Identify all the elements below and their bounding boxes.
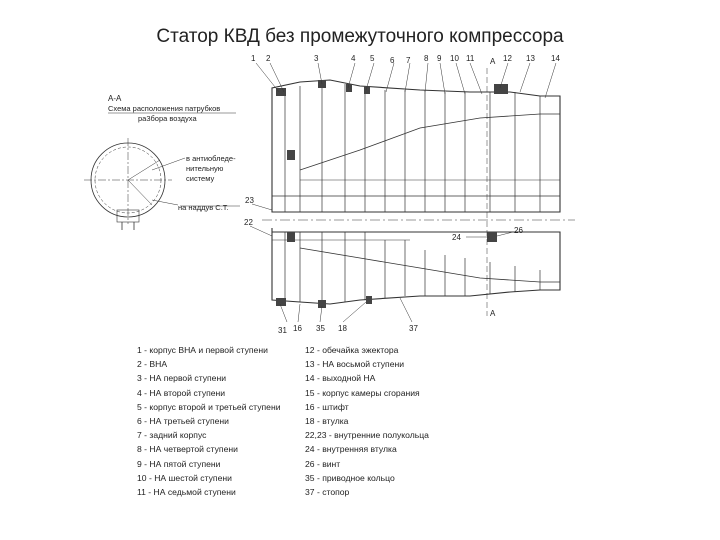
- section-marker-bottom: А: [490, 309, 496, 318]
- callout-4: 4: [351, 54, 356, 63]
- upper-casing: [271, 79, 561, 213]
- legend-item: 6 - НА третьей ступени: [137, 415, 229, 426]
- callout-22: 22: [244, 218, 253, 227]
- legend-item: 10 - НА шестой ступени: [137, 472, 232, 483]
- callout-31: 31: [278, 326, 287, 335]
- legend-item: 11 - НА седьмой ступени: [137, 486, 236, 497]
- legend-item: 2 - ВНА: [137, 359, 168, 370]
- callout-2: 2: [266, 54, 271, 63]
- legend-right: 12 - обечайка эжектора 13 - НА восьмой с…: [305, 343, 429, 499]
- callout-26: 26: [514, 226, 523, 235]
- boost-note: на наддув С.Т.: [178, 203, 229, 212]
- callout-16: 16: [293, 324, 302, 333]
- section-label: А-А: [108, 94, 122, 103]
- callout-8: 8: [424, 54, 429, 63]
- legend-item: 24 - внутренняя втулка: [305, 444, 397, 455]
- legend-item: 9 - НА пятой ступени: [137, 458, 221, 469]
- callout-3: 3: [314, 54, 319, 63]
- legend-item: 7 - задний корпус: [137, 430, 207, 441]
- callout-24: 24: [452, 233, 461, 242]
- callout-7: 7: [406, 56, 411, 65]
- legend-item: 13 - НА восьмой ступени: [305, 359, 405, 370]
- callout-35: 35: [316, 324, 325, 333]
- anti-icing-note-line-2: нительную: [186, 164, 224, 173]
- legend-item: 35 - приводное кольцо: [305, 472, 395, 483]
- anti-icing-note-line-1: в антиобледе-: [186, 154, 236, 163]
- legend-item: 1 - корпус ВНА и первой ступени: [137, 345, 268, 355]
- legend-item: 18 - втулка: [305, 415, 349, 426]
- callout-23: 23: [245, 196, 254, 205]
- section-marker-top: А: [490, 57, 496, 66]
- callout-9: 9: [437, 54, 442, 63]
- lower-casing: [271, 228, 561, 305]
- legend-item: 16 - штифт: [305, 401, 349, 412]
- legend-item: 4 - НА второй ступени: [137, 387, 226, 398]
- legend-item: 37 - стопор: [305, 486, 350, 497]
- legend-item: 5 - корпус второй и третьей ступени: [137, 401, 281, 412]
- callout-12: 12: [503, 54, 512, 63]
- anti-icing-note-line-3: систему: [186, 174, 214, 183]
- legend-item: 26 - винт: [305, 458, 341, 469]
- callout-13: 13: [526, 54, 535, 63]
- callout-10: 10: [450, 54, 459, 63]
- callout-14: 14: [551, 54, 560, 63]
- legend-item: 8 - НА четвертой ступени: [137, 444, 238, 455]
- callout-18: 18: [338, 324, 347, 333]
- scheme-caption-line-1: Схема расположения патрубков: [108, 104, 220, 113]
- legend-item: 15 - корпус камеры сгорания: [305, 387, 420, 398]
- callout-5: 5: [370, 54, 375, 63]
- scheme-caption-line-2: ра3бора воздуха: [138, 114, 197, 123]
- legend-item: 12 - обечайка эжектора: [305, 345, 399, 355]
- legend-item: 22,23 - внутренние полукольца: [305, 430, 429, 441]
- legend-left: 1 - корпус ВНА и первой ступени 2 - ВНА …: [137, 343, 281, 499]
- callout-6: 6: [390, 56, 395, 65]
- legend-item: 3 - НА первой ступени: [137, 373, 226, 384]
- callout-1: 1: [251, 54, 256, 63]
- slide-title: Статор КВД без промежуточного компрессор…: [156, 26, 564, 47]
- callout-11: 11: [466, 54, 475, 63]
- callout-37: 37: [409, 324, 418, 333]
- legend-item: 14 - выходной НА: [305, 373, 376, 384]
